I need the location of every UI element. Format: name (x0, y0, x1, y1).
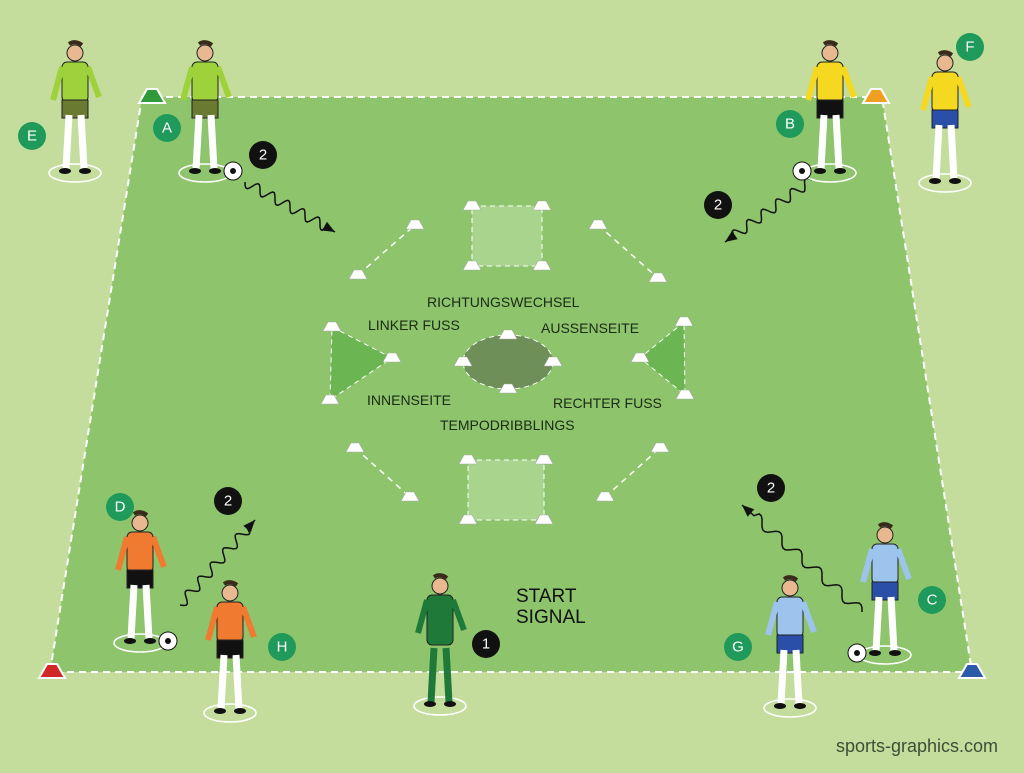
label-speed-dribbling: TEMPODRIBBLINGS (440, 417, 575, 433)
cone (543, 356, 563, 367)
badge-h: H (268, 633, 296, 661)
cone (462, 200, 482, 211)
svg-text:D: D (115, 499, 126, 516)
cone (675, 389, 695, 400)
badge-d: D (106, 493, 134, 521)
svg-text:B: B (785, 116, 795, 133)
cone (595, 491, 615, 502)
player-b (792, 40, 857, 183)
svg-text:A: A (162, 120, 172, 137)
cone (498, 329, 518, 340)
svg-text:2: 2 (767, 480, 775, 497)
step-2-badge: 2 (249, 141, 277, 169)
svg-text:1: 1 (482, 636, 490, 653)
start-label: START (516, 586, 577, 607)
arrow-head (725, 230, 738, 242)
svg-text:C: C (927, 592, 938, 609)
cone (532, 260, 552, 271)
dribble-arrow (724, 177, 813, 243)
arrow-head (742, 505, 755, 517)
corner-cone (861, 88, 891, 104)
badge-f: F (956, 33, 984, 61)
cone (534, 454, 554, 465)
cone (458, 454, 478, 465)
svg-text:G: G (732, 639, 744, 656)
label-left-foot: LINKER FUSS (368, 317, 460, 333)
step-1-badge: 1 (472, 630, 500, 658)
zone-triangle-left (329, 326, 393, 401)
badge-g: G (724, 633, 752, 661)
label-inside: INNENSEITE (367, 392, 451, 408)
cone (348, 269, 368, 280)
dribble-arrow (179, 519, 256, 607)
cone (400, 491, 420, 502)
cone (462, 260, 482, 271)
cone (532, 200, 552, 211)
svg-text:2: 2 (714, 197, 722, 214)
credit: sports-graphics.com (836, 736, 998, 756)
zone-triangle-right (639, 320, 686, 397)
badge-e: E (18, 122, 46, 150)
coach (413, 573, 467, 716)
cone (322, 321, 342, 332)
cone (650, 442, 670, 453)
cone (674, 316, 694, 327)
player-badges: A B C D E F G H 2 2 2 2 1 (18, 33, 984, 661)
svg-text:2: 2 (224, 493, 232, 510)
player-d (113, 510, 178, 653)
step-2-badge: 2 (757, 474, 785, 502)
player-f (918, 50, 972, 193)
player-c (847, 522, 912, 665)
arrow-head (243, 520, 255, 533)
cone (458, 514, 478, 525)
arrow-head (322, 221, 335, 232)
step-2-badge: 2 (704, 191, 732, 219)
zone-square-top (471, 205, 543, 267)
dribble-arrow (741, 504, 863, 612)
badge-b: B (776, 110, 804, 138)
corner-cone (137, 88, 167, 104)
cone (498, 383, 518, 394)
dashed-lanes (354, 224, 661, 498)
signal-label: SIGNAL (516, 607, 586, 628)
cone (648, 272, 668, 283)
cones (37, 88, 987, 679)
corner-cone (957, 663, 987, 679)
player-g (763, 575, 817, 718)
badge-a: A (153, 114, 181, 142)
cone (588, 219, 608, 230)
cone (453, 356, 473, 367)
cone (320, 394, 340, 405)
cone (345, 442, 365, 453)
player-a (178, 40, 243, 183)
cone (534, 514, 554, 525)
player-h (203, 580, 257, 723)
label-direction-change: RICHTUNGSWECHSEL (427, 294, 580, 310)
svg-text:F: F (965, 39, 974, 56)
svg-text:2: 2 (259, 147, 267, 164)
dribble-arrows (179, 177, 863, 612)
players (48, 40, 972, 723)
cone (405, 219, 425, 230)
cone (382, 352, 402, 363)
label-right-foot: RECHTER FUSS (553, 395, 662, 411)
badge-c: C (918, 586, 946, 614)
svg-text:H: H (277, 639, 288, 656)
corner-cone (37, 663, 67, 679)
zone-ellipse-center (462, 334, 554, 390)
cone (630, 352, 650, 363)
step-2-badge: 2 (214, 487, 242, 515)
svg-text:E: E (27, 128, 37, 145)
zone-square-bottom (467, 459, 545, 521)
player-e (48, 40, 102, 183)
dribble-arrow (244, 181, 336, 233)
label-outside: AUSSENSEITE (541, 320, 639, 336)
